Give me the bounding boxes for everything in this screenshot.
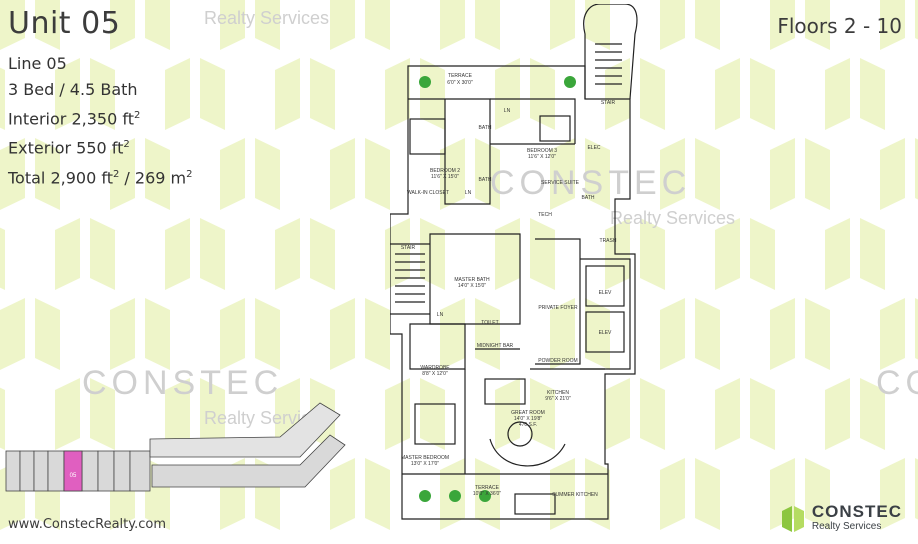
room-tech: TECH bbox=[538, 212, 552, 218]
room-elev2: ELEV bbox=[599, 330, 612, 336]
room-trash: TRASH bbox=[600, 238, 617, 244]
room-great-room: GREAT ROOM bbox=[511, 410, 545, 416]
unit-total: Total 2,900 ft2 / 269 m2 bbox=[8, 167, 193, 187]
room-toilet: TOILET bbox=[481, 320, 498, 326]
watermark-brand: CONSTEC bbox=[490, 164, 692, 202]
room-bath2: BATH bbox=[479, 177, 492, 183]
room-ln3: LN bbox=[437, 312, 444, 318]
room-master-bedroom: MASTER BEDROOM bbox=[401, 455, 449, 461]
unit-beds-baths: 3 Bed / 4.5 Bath bbox=[8, 80, 138, 99]
watermark-sub: Realty Services bbox=[610, 208, 736, 228]
room-bath3: BATH bbox=[582, 195, 595, 201]
floor-plan: TERRACE 6'0" X 30'0" BATH LN BEDROOM 3 1… bbox=[390, 4, 638, 520]
room-bedroom3-dim: 11'6" X 12'0" bbox=[528, 154, 556, 160]
room-master-bedroom-dim: 13'0" X 17'0" bbox=[411, 461, 439, 467]
room-terrace-bottom: TERRACE bbox=[475, 485, 500, 491]
watermark-brand: CONSTEC bbox=[82, 364, 284, 402]
room-terrace-top-dim: 6'0" X 30'0" bbox=[447, 80, 473, 86]
room-kitchen-dim: 9'6" X 21'0" bbox=[545, 396, 571, 402]
room-great-room-dim: 14'0" X 19'8" bbox=[514, 416, 542, 422]
keyplan-unit-highlight bbox=[63, 450, 83, 492]
room-powder-room: POWDER ROOM bbox=[538, 358, 577, 364]
website-url[interactable]: www.ConstecRealty.com bbox=[8, 517, 166, 532]
room-terrace-bottom-dim: 10'0" X 36'0" bbox=[473, 491, 501, 497]
room-bedroom3: BEDROOM 3 bbox=[527, 148, 557, 154]
room-elev1: ELEV bbox=[599, 290, 612, 296]
room-bath1: BATH bbox=[479, 125, 492, 131]
logo-hex-icon bbox=[781, 506, 804, 532]
room-master-bath: MASTER BATH bbox=[454, 277, 490, 283]
room-service-suite: SERVICE SUITE bbox=[541, 180, 580, 186]
unit-interior: Interior 2,350 ft2 bbox=[8, 109, 141, 129]
room-elec: ELEC bbox=[587, 145, 600, 151]
room-kitchen: KITCHEN bbox=[547, 390, 569, 396]
room-great-room-sf: 470 S.F. bbox=[519, 422, 537, 428]
watermark-sub: Realty Services bbox=[204, 8, 330, 28]
unit-exterior: Exterior 550 ft2 bbox=[8, 138, 130, 158]
watermark-brand: CONSTEC bbox=[876, 364, 918, 402]
logo-tag: Realty Services bbox=[811, 521, 882, 532]
logo-name: CONSTEC bbox=[811, 502, 902, 521]
room-stair-left: STAIR bbox=[401, 245, 416, 251]
unit-title: Unit 05 bbox=[8, 6, 121, 41]
unit-line: Line 05 bbox=[8, 54, 67, 73]
room-wardrobe: WARDROBE bbox=[420, 365, 450, 371]
room-wardrobe-dim: 8'8" X 12'0" bbox=[422, 371, 448, 377]
room-stair-top: STAIR bbox=[601, 100, 616, 106]
room-private-foyer: PRIVATE FOYER bbox=[538, 305, 578, 311]
room-ln1: LN bbox=[504, 108, 511, 114]
unit-info: Unit 05 Line 05 3 Bed / 4.5 Bath Interio… bbox=[8, 6, 193, 191]
room-bedroom2-dim: 11'6" X 15'0" bbox=[431, 174, 459, 180]
keyplan-unit-label: 05 bbox=[70, 473, 77, 479]
floors-label: Floors 2 - 10 bbox=[777, 14, 902, 38]
room-midnight-bar: MIDNIGHT BAR bbox=[477, 343, 514, 349]
room-ln2: LN bbox=[465, 190, 472, 196]
room-bedroom2: BEDROOM 2 bbox=[430, 168, 460, 174]
constec-logo: CONSTEC Realty Services bbox=[780, 502, 902, 534]
room-terrace-top: TERRACE bbox=[448, 73, 473, 79]
room-master-bath-dim: 14'0" X 15'0" bbox=[458, 283, 486, 289]
room-summer-kitchen: SUMMER KITCHEN bbox=[552, 492, 598, 498]
room-walkin: WALK-IN CLOSET bbox=[407, 190, 449, 196]
key-plan: 05 bbox=[5, 402, 346, 492]
